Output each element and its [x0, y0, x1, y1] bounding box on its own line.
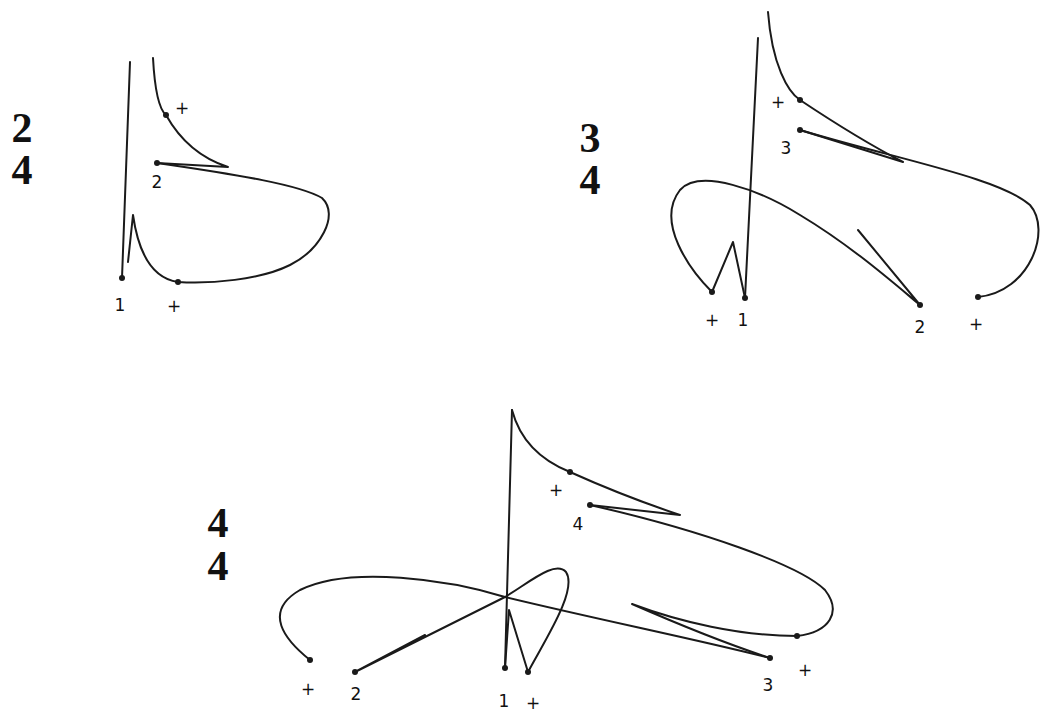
downbeat-stroke: [745, 38, 758, 298]
beat-label: 1: [497, 692, 512, 711]
beat-label: +: [547, 481, 565, 500]
beat-label: +: [299, 680, 317, 699]
beat-label: +: [967, 315, 985, 334]
time-signature-numeral: 4: [12, 149, 33, 191]
beat-label: +: [703, 311, 721, 330]
beat-label: 4: [571, 515, 586, 534]
beat-label: +: [173, 99, 191, 118]
time-signature-numeral: 3: [580, 117, 601, 159]
time-signature-numeral: 4: [208, 545, 229, 587]
beat-path: [671, 181, 920, 305]
beat-path: [128, 163, 329, 282]
beat-label: +: [796, 661, 814, 680]
beat-dots: [119, 97, 981, 675]
beat-label: 1: [736, 311, 751, 330]
time-signature-numeral: 4: [580, 159, 601, 201]
beat-path: [280, 577, 770, 660]
beat-path: [590, 505, 833, 658]
time-signature-numeral: 4: [208, 502, 229, 544]
beat-label: 2: [150, 173, 165, 192]
beat-path: [153, 58, 228, 167]
beat-path: [800, 130, 1038, 297]
beat-label: +: [524, 694, 542, 713]
beat-label: 2: [349, 685, 364, 704]
beat-label: +: [165, 297, 183, 316]
beat-label: 2: [913, 318, 928, 337]
beat-label: 3: [761, 676, 776, 695]
beat-label: +: [769, 93, 787, 112]
time-signature-numeral: 2: [12, 107, 33, 149]
beat-label: 1: [113, 296, 128, 315]
beat-path: [355, 569, 569, 672]
beat-label: 3: [779, 139, 794, 158]
beat-path: [512, 410, 680, 515]
